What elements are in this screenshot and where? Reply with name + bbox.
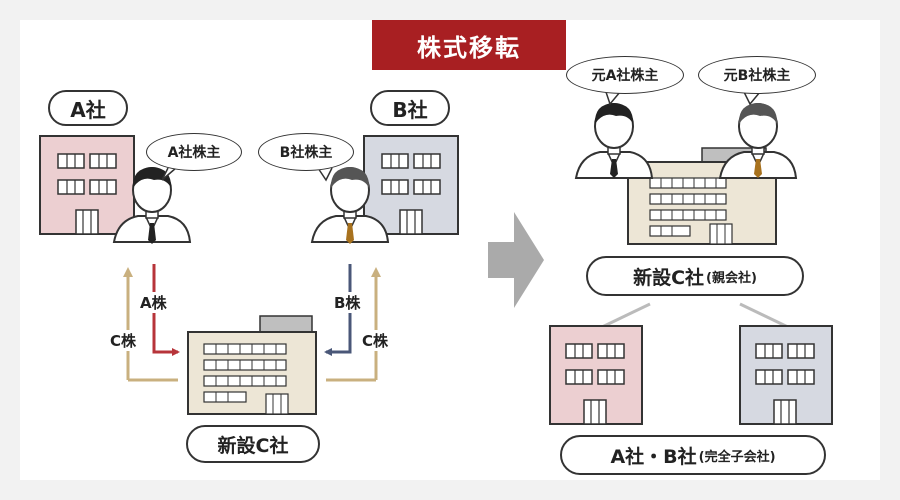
big-arrow-icon [488,212,544,308]
subsidiaries-label: A社・B社(完全子会社) [560,435,826,475]
parent-company-label: 新設C社(親会社) [586,256,804,296]
subsidiary-a-icon [549,325,643,425]
shareholder-b-icon [310,167,390,244]
subsidiary-b-icon [739,325,833,425]
new-company-c-icon [187,315,317,415]
diagram-graphics [39,91,833,425]
former-shareholder-b-icon [718,103,798,179]
arrow-label-c-share-left: C株 [108,330,139,351]
shareholder-b-bubble: B社株主 [258,133,354,171]
arrow-label-a-share: A株 [138,292,169,313]
former-shareholder-b-bubble: 元B社株主 [698,56,816,94]
new-company-label: 新設C社 [186,425,320,463]
diagram-canvas: 株式移転 A社 B社 A社株主 B社株主 A株 C株 B株 C株 新設C社 元A… [20,20,880,480]
shareholder-a-icon [112,167,192,244]
company-a-label: A社 [48,90,128,126]
former-shareholder-a-icon [574,103,654,179]
subsidiaries-name: A社・B社 [610,445,697,468]
shareholder-a-bubble: A社株主 [146,133,242,171]
parent-company-note: (親会社) [706,270,757,286]
former-shareholder-a-bubble: 元A社株主 [566,56,684,94]
connector-lines [599,302,791,330]
page-title: 株式移転 [372,20,566,70]
parent-company-name: 新設C社 [633,266,705,289]
building-a-icon [39,135,135,235]
arrow-label-c-share-right: C株 [360,330,391,351]
subsidiaries-note: (完全子会社) [698,449,776,465]
bubble-tails [161,91,761,182]
building-b-icon [363,135,459,235]
arrow-label-b-share: B株 [332,292,363,313]
company-b-label: B社 [370,90,450,126]
